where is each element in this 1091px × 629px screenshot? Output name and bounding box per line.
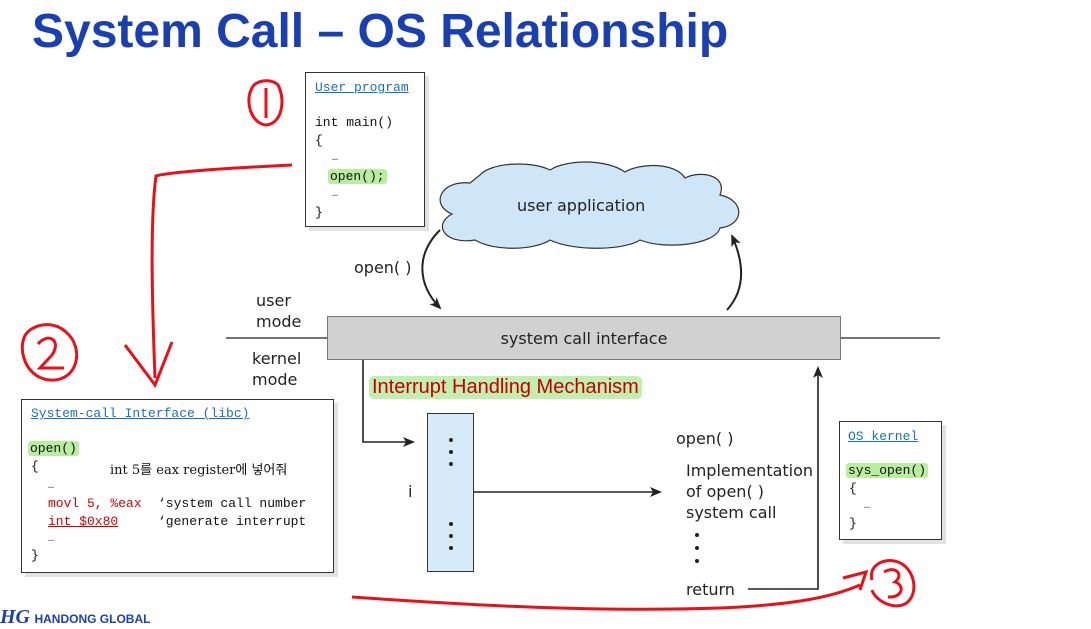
table-index-label: i xyxy=(408,482,413,501)
kernel-mode-label-1: kernel xyxy=(252,349,302,368)
instr-int: int $0x80 xyxy=(48,514,119,529)
code-line: { xyxy=(31,459,39,474)
system-call-interface-label: system call interface xyxy=(500,329,668,348)
os-kernel-heading: OS kernel xyxy=(848,429,919,444)
libc-interface-box: System-call Interface (libc) open() { in… xyxy=(21,399,334,573)
sys-open-highlight: sys_open() xyxy=(846,463,929,478)
code-line: … xyxy=(864,501,871,512)
system-call-interface-bar: system call interface xyxy=(327,316,841,360)
user-application-label: user application xyxy=(517,196,646,215)
step-2-mark xyxy=(20,323,79,382)
libc-open-highlight: open() xyxy=(28,441,79,456)
code-line: } xyxy=(315,205,323,220)
table-dots xyxy=(449,438,453,550)
logo-text: HANDONG GLOBAL xyxy=(34,612,151,626)
libc-heading: System-call Interface (libc) xyxy=(31,406,250,421)
code-line: } xyxy=(849,516,857,531)
slide-title: System Call – OS Relationship xyxy=(32,5,729,58)
return-curve-arrow xyxy=(726,234,743,311)
impl-line-1: Implementation xyxy=(686,461,814,480)
red-path-bottom xyxy=(351,583,861,611)
code-line: … xyxy=(332,153,339,164)
korean-note: int 5를 eax register에 넣어줘 xyxy=(110,463,288,478)
open-call-label: open( ) xyxy=(354,258,412,277)
impl-line-3: system call xyxy=(686,503,777,522)
impl-line-2: of open( ) xyxy=(686,482,765,501)
user-application-cloud xyxy=(439,161,740,249)
code-line: } xyxy=(31,548,39,563)
step-1-mark xyxy=(247,79,284,127)
user-mode-label-1: user xyxy=(256,291,291,310)
comment-generate-interrupt: ‘generate interrupt xyxy=(158,514,307,529)
footer-logo: HG HANDONG GLOBAL xyxy=(0,606,150,629)
red-arrowhead-2 xyxy=(123,341,174,389)
red-arrowhead-3 xyxy=(842,569,869,591)
open-call-highlight: open(); xyxy=(328,169,387,184)
user-program-heading: User program xyxy=(315,80,409,95)
return-arrow xyxy=(748,366,823,590)
kernel-mode-label-2: mode xyxy=(252,370,298,389)
impl-open-label: open( ) xyxy=(676,429,734,448)
code-line: int main() xyxy=(315,115,394,130)
code-line: … xyxy=(48,534,55,545)
interrupt-handling-label: Interrupt Handling Mechanism xyxy=(369,376,642,399)
os-kernel-box: OS kernel sys_open() { … } xyxy=(839,421,942,540)
system-call-table xyxy=(427,413,474,572)
code-line: { xyxy=(315,133,323,148)
logo-mark: HG xyxy=(0,606,30,628)
code-line: … xyxy=(48,481,55,492)
call-arrow xyxy=(421,229,442,310)
return-label: return xyxy=(686,580,735,599)
instr-movl: movl 5, %eax xyxy=(48,496,142,511)
code-line: … xyxy=(332,189,339,200)
user-program-box: User program int main() { … open(); … } xyxy=(305,72,425,227)
comment-syscall-number: ‘system call number xyxy=(158,496,307,511)
interface-to-table-arrow xyxy=(362,360,415,447)
user-mode-label-2: mode xyxy=(256,312,302,331)
red-path-user-to-libc xyxy=(150,163,293,379)
code-line: { xyxy=(849,481,857,496)
step-3-mark xyxy=(869,559,916,608)
